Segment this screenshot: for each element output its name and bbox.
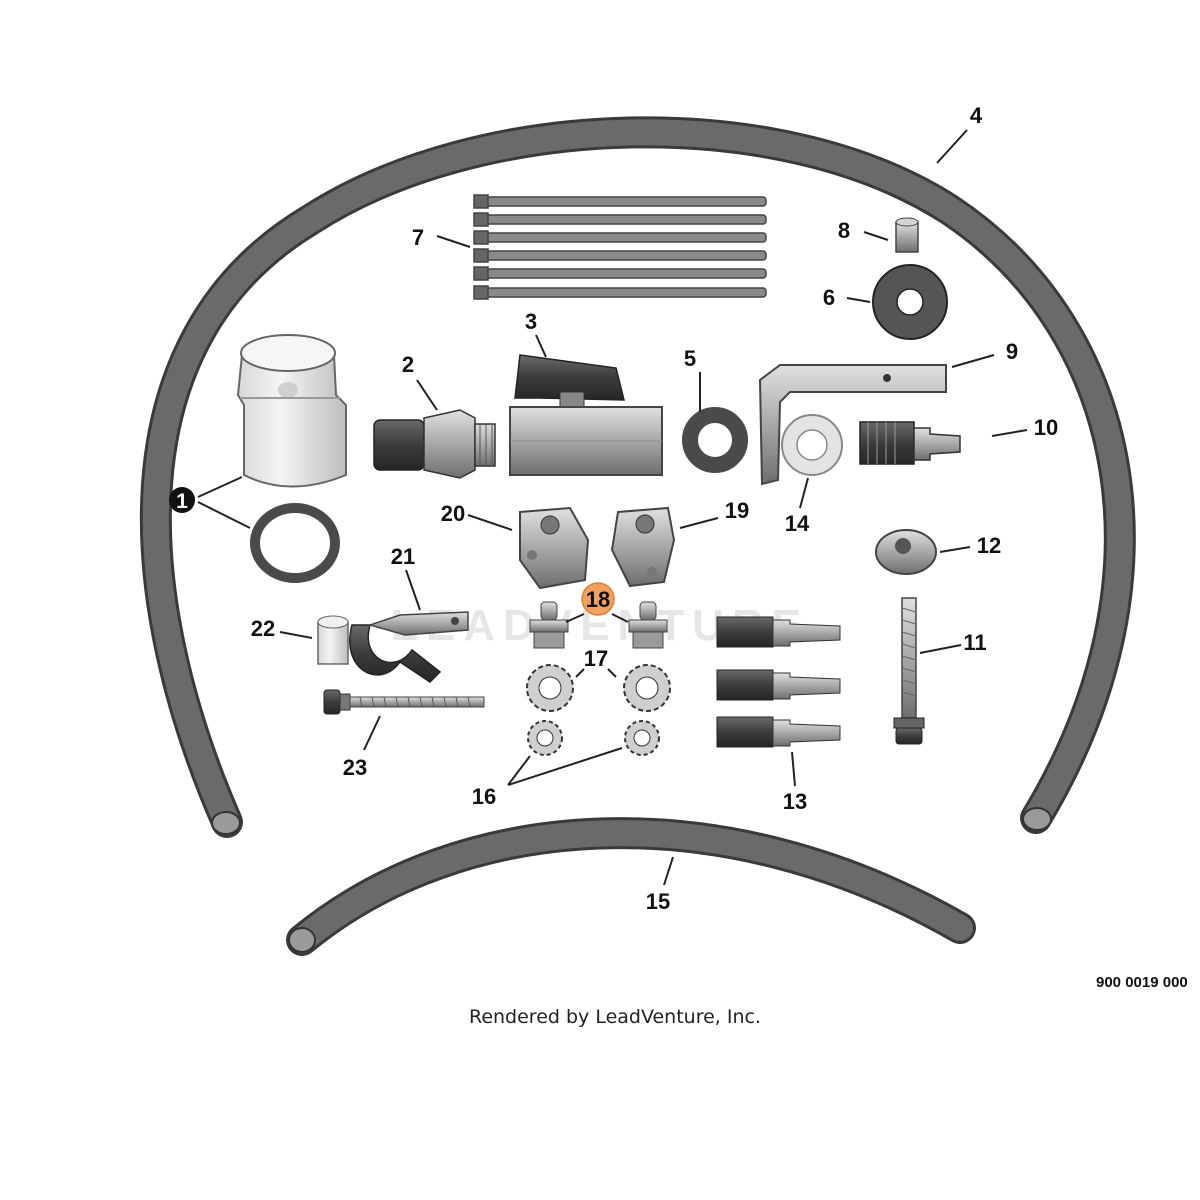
part-22-spacer xyxy=(317,615,349,665)
part-16-star-washers xyxy=(527,720,660,756)
part-10-hose-barb xyxy=(859,421,961,465)
part-14-washer xyxy=(781,414,843,476)
callout-13[interactable]: 13 xyxy=(783,789,807,814)
part-1-seal-ring xyxy=(250,503,340,583)
callout-18-highlight xyxy=(581,582,615,616)
part-18-nozzle-left xyxy=(529,601,569,649)
part-8-spacer xyxy=(895,217,919,253)
render-credit: Rendered by LeadVenture, Inc. xyxy=(468,1006,762,1028)
part-17-lock-washers xyxy=(526,664,671,712)
part-19-tee xyxy=(610,506,676,588)
part-3-ball-valve xyxy=(509,354,663,476)
part-4-hose xyxy=(139,116,1136,838)
callout-14[interactable]: 14 xyxy=(785,511,810,536)
callout-6[interactable]: 6 xyxy=(823,285,835,310)
callout-9[interactable]: 9 xyxy=(1006,339,1018,364)
part-1-cap xyxy=(236,334,347,488)
part-23-screw xyxy=(323,689,485,715)
callout-5[interactable]: 5 xyxy=(684,346,696,371)
callout-7[interactable]: 7 xyxy=(412,225,424,250)
callout-2[interactable]: 2 xyxy=(402,352,414,377)
callout-8[interactable]: 8 xyxy=(838,218,850,243)
callout-11[interactable]: 11 xyxy=(963,630,986,655)
callout-1[interactable]: 1 xyxy=(176,490,188,513)
part-13-hose-barbs xyxy=(716,616,841,748)
part-21-clamp xyxy=(349,611,469,683)
callout-20[interactable]: 20 xyxy=(441,501,465,526)
callout-4[interactable]: 4 xyxy=(970,103,983,128)
callout-23[interactable]: 23 xyxy=(343,755,367,780)
part-5-o-ring xyxy=(682,407,748,473)
callout-labels: 1 2 3 4 5 6 7 8 9 10 11 12 13 14 15 16 1… xyxy=(169,103,1058,914)
callout-12[interactable]: 12 xyxy=(977,533,1001,558)
callout-19[interactable]: 19 xyxy=(725,498,749,523)
part-11-bolt xyxy=(893,597,925,745)
callout-22[interactable]: 22 xyxy=(251,616,275,641)
callout-21[interactable]: 21 xyxy=(391,544,415,569)
leader-lines xyxy=(197,129,1028,886)
callout-18[interactable]: 18 xyxy=(586,587,610,612)
callout-17[interactable]: 17 xyxy=(584,646,608,671)
callout-15[interactable]: 15 xyxy=(646,889,670,914)
drawing-number: 900 0019 000 xyxy=(1096,974,1188,991)
part-2-fitting xyxy=(373,409,496,479)
part-6-washer xyxy=(872,264,948,340)
callout-10[interactable]: 10 xyxy=(1034,415,1058,440)
part-20-tee xyxy=(519,506,590,590)
part-7-cable-ties xyxy=(473,194,767,300)
part-15-hose xyxy=(286,817,976,956)
callout-3[interactable]: 3 xyxy=(525,309,537,334)
part-9-bracket xyxy=(758,364,947,486)
part-12-nut xyxy=(875,529,937,575)
part-18-nozzle-right xyxy=(628,601,668,649)
callout-16[interactable]: 16 xyxy=(472,784,496,809)
callout-1-marker xyxy=(169,487,195,513)
